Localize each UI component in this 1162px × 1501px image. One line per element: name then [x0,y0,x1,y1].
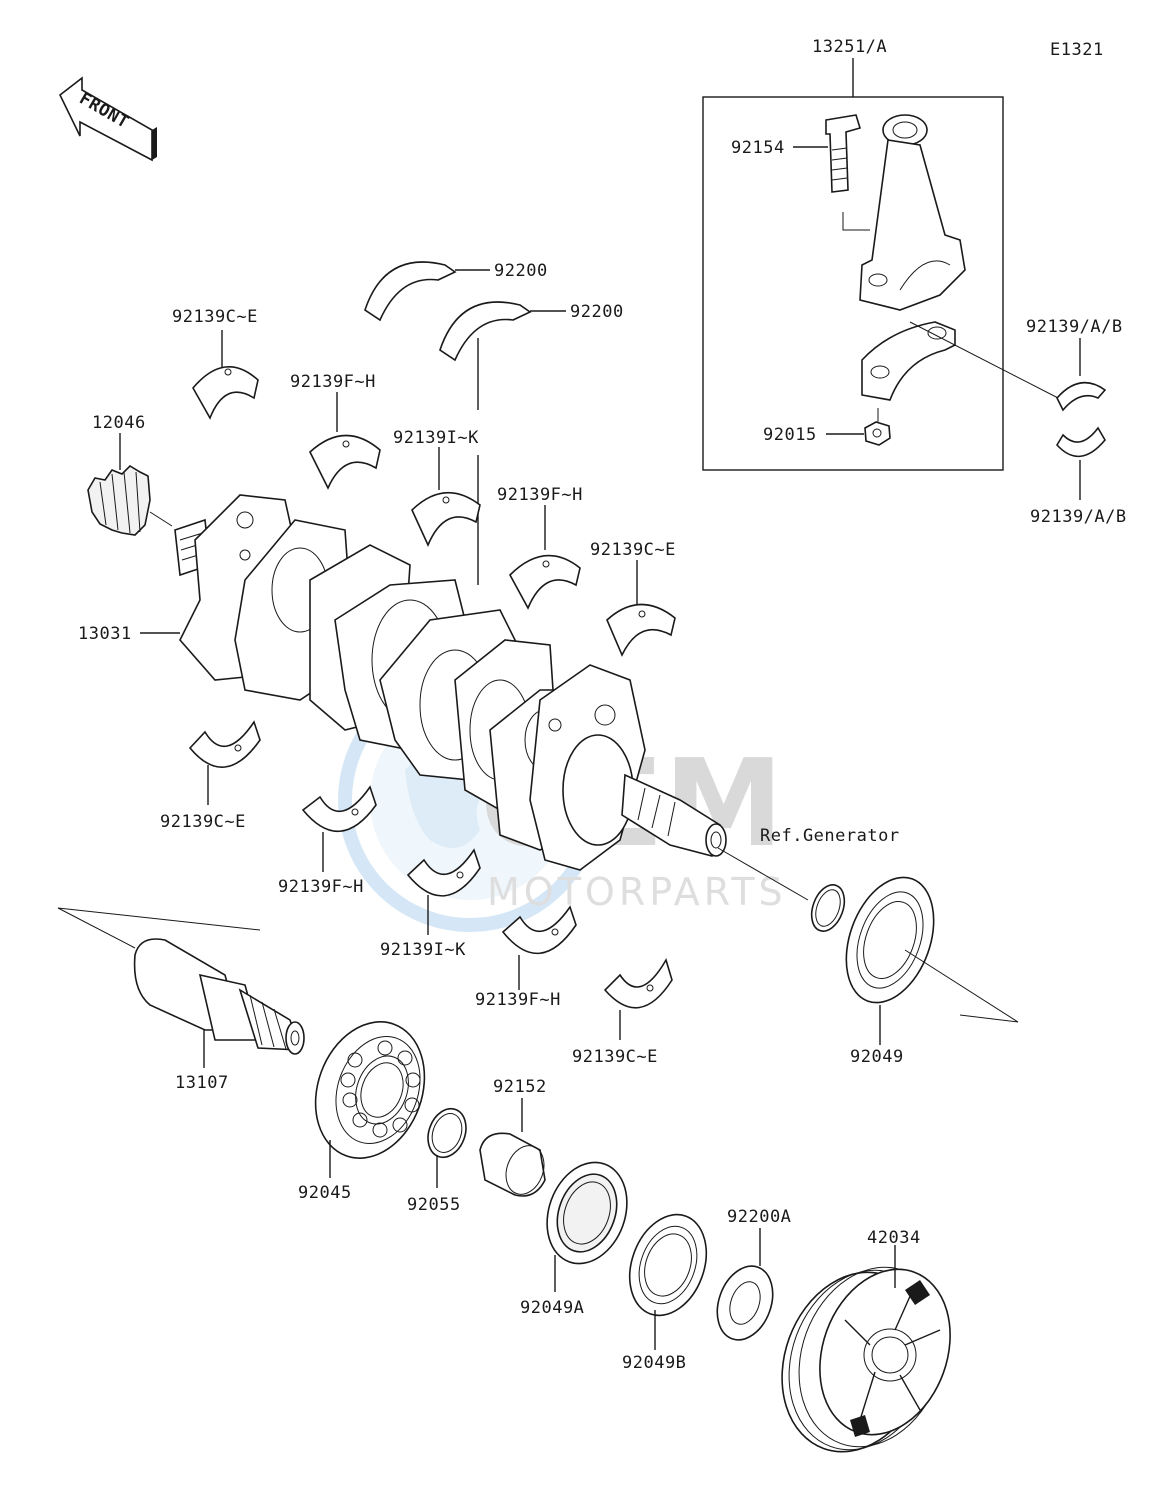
main-bearing-upper-4 [509,554,581,610]
front-arrow-icon: FRONT [58,76,157,162]
crankshaft [174,494,727,871]
oil-seal-92049A [546,1161,628,1265]
label-92139CE-4: 92139C~E [572,1047,658,1067]
main-bearing-upper-5 [606,603,676,657]
label-92152: 92152 [493,1077,547,1097]
washer-92200A [716,1265,774,1341]
circlip-92055 [427,1107,467,1159]
collar-92152 [479,1132,546,1197]
oil-seal-92049 [845,876,935,1004]
label-92015: 92015 [763,425,817,445]
connecting-rod-cap [861,321,956,401]
main-bearing-lower-4 [501,905,577,955]
label-13251A: 13251/A [812,37,887,57]
label-13107: 13107 [175,1073,229,1093]
label-92200A: 92200A [727,1207,791,1227]
label-92139AB-upper: 92139/A/B [1026,317,1123,337]
label-92055: 92055 [407,1195,461,1215]
label-92139IK-1: 92139I~K [393,428,479,448]
main-bearing-upper-3 [411,491,481,547]
label-92139AB-lower: 92139/A/B [1030,507,1127,527]
thrust-washer-1 [364,261,457,322]
label-92139FH-4: 92139F~H [475,990,561,1010]
pulley-42034 [781,1266,951,1453]
label-92139FH-1: 92139F~H [290,372,376,392]
rod-bolt [825,114,862,193]
crank-gear [87,464,151,536]
label-92049A: 92049A [520,1298,584,1318]
connecting-rod-assembly: 13251/A 92154 [702,37,1063,471]
label-92139FH-3: 92139F~H [278,877,364,897]
main-bearing-lower-2 [301,785,377,833]
main-bearing-upper-1 [192,366,259,420]
main-bearing-upper-2 [309,434,381,490]
diagram-code: E1321 [1050,40,1104,60]
label-12046: 12046 [92,413,146,433]
watermark-brand: MOTORPARTS [487,870,787,914]
main-bearing-lower-1 [188,720,261,768]
label-92139CE-2: 92139C~E [590,540,676,560]
label-42034: 42034 [867,1228,921,1248]
main-bearing-lower-3 [406,848,481,897]
oil-seal-92049B [628,1213,708,1317]
rod-bearing-lower [1056,426,1106,458]
connecting-rod [859,114,966,311]
main-bearing-lower-5 [603,957,673,1009]
ball-bearing-92045 [314,1021,426,1159]
thrust-washer-2 [439,301,532,362]
rod-nut [864,421,891,446]
label-92049: 92049 [850,1047,904,1067]
shaft-13107 [133,938,305,1055]
label-92139FH-2: 92139F~H [497,485,583,505]
o-ring-generator-side [810,884,846,932]
label-13031: 13031 [78,624,132,644]
label-92045: 92045 [298,1183,352,1203]
label-92139CE-1: 92139C~E [172,307,258,327]
rod-bearing-upper [1056,381,1107,412]
label-92139CE-3: 92139C~E [160,812,246,832]
label-92200-a: 92200 [494,261,548,281]
label-92154: 92154 [731,138,785,158]
label-92049B: 92049B [622,1353,686,1373]
ref-generator-label: Ref.Generator [760,826,900,846]
label-92200-b: 92200 [570,302,624,322]
label-92139IK-2: 92139I~K [380,940,466,960]
